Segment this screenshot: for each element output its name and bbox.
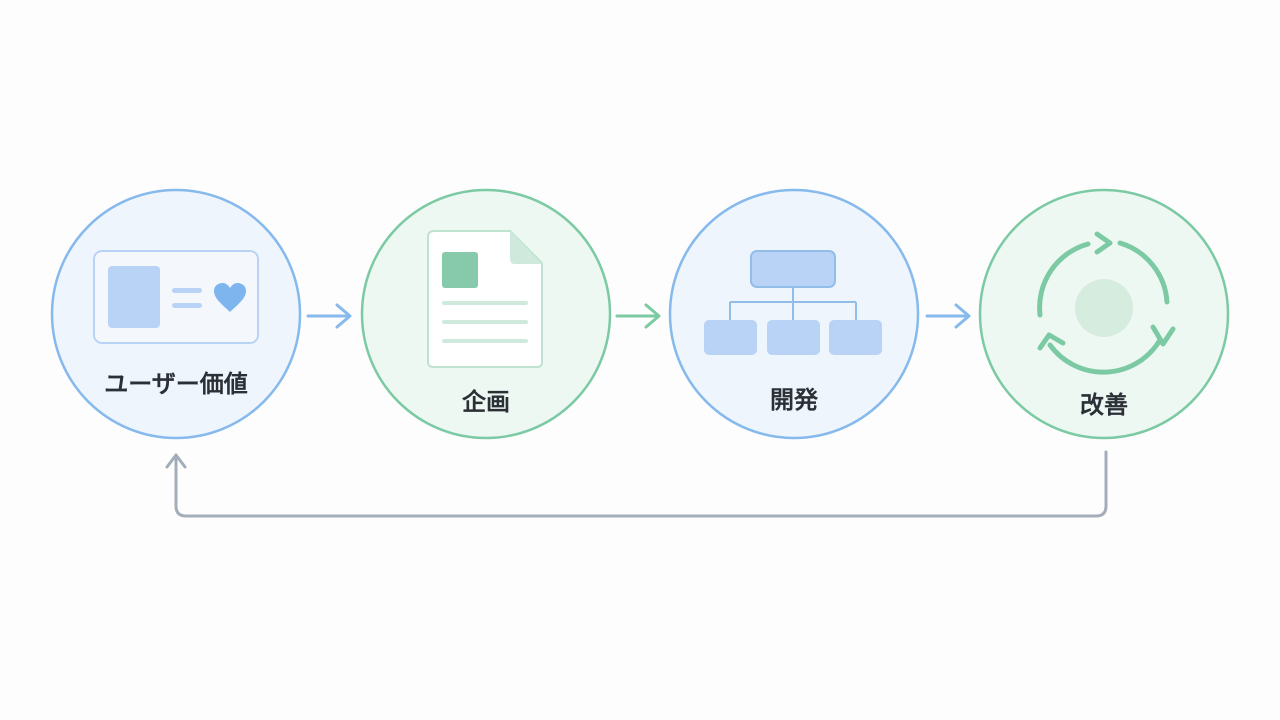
feedback-arrow: [165, 450, 1108, 518]
node-label: 企画: [462, 388, 510, 416]
arrow-right-icon: [615, 303, 661, 329]
node-improvement: 改善: [978, 188, 1230, 440]
document-icon: [427, 230, 543, 368]
node-development: 開発: [668, 188, 920, 440]
user-value-card-icon: [93, 250, 259, 344]
arrow-right-icon: [925, 303, 971, 329]
node-user-value: ユーザー価値: [50, 188, 302, 440]
node-label: 改善: [1080, 391, 1128, 419]
arrow-up-icon: [165, 453, 187, 469]
arrow-right-icon: [306, 303, 352, 329]
cycle-icon: [1037, 231, 1176, 375]
node-planning: 企画: [360, 188, 612, 440]
hierarchy-icon: [704, 250, 882, 355]
node-label: ユーザー価値: [104, 370, 248, 398]
node-label: 開発: [770, 386, 819, 414]
